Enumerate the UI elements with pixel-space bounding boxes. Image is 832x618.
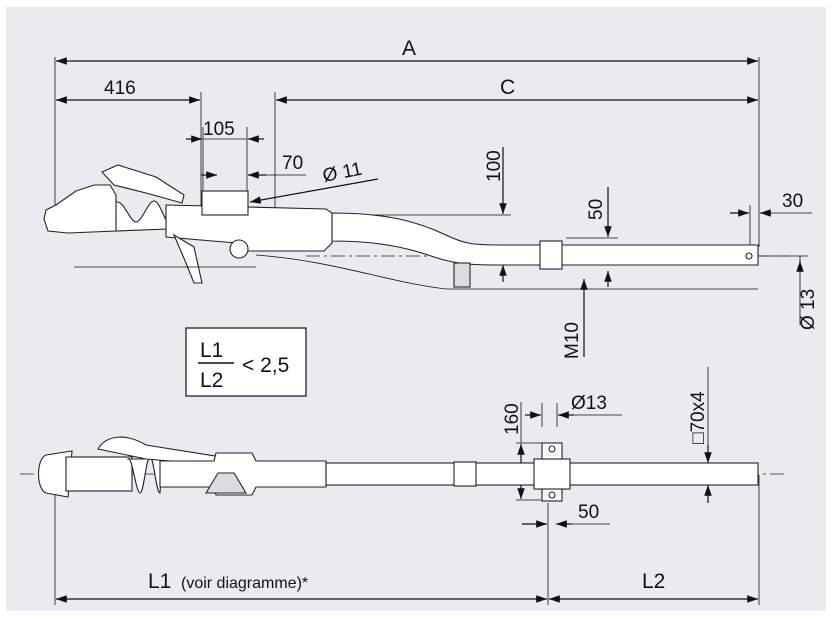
dimension-tube: □70x4 <box>688 367 712 503</box>
cable-clamp-top <box>453 461 477 487</box>
dimension-160: 160 <box>502 402 548 501</box>
dim-105-label: 105 <box>203 119 235 140</box>
dimension-50-bottom: 50 <box>522 502 610 539</box>
dim-50-bottom-label: 50 <box>578 502 599 523</box>
dim-L2-label: L2 <box>642 570 665 593</box>
dim-tube-label: □70x4 <box>688 391 709 444</box>
dim-L1-label: L1 <box>148 570 171 593</box>
dim-70-label: 70 <box>282 153 303 174</box>
axle-bolt-hole-2 <box>548 491 556 499</box>
cable-guide-side <box>453 262 471 288</box>
rear-hole-side <box>745 252 753 260</box>
background-panel <box>6 7 826 611</box>
axle-bolt-hole-1 <box>548 445 556 453</box>
drawbar-tube-side <box>331 212 759 266</box>
coupling-head-side <box>43 184 117 234</box>
coupling-body-side <box>165 204 333 252</box>
ratio-denominator: L2 <box>200 369 223 392</box>
technical-drawing: A 416 C 105 70 Ø 11 100 50 <box>6 7 826 611</box>
drawing-frame: A 416 C 105 70 Ø 11 100 50 <box>6 7 826 611</box>
coupling-housing-top <box>65 456 133 492</box>
dim-dia13-side-label: Ø 13 <box>798 289 819 330</box>
ratio-numerator: L1 <box>200 339 223 362</box>
axle-block-top <box>533 458 571 490</box>
dim-416-label: 416 <box>104 78 136 99</box>
dim-160-label: 160 <box>502 403 523 435</box>
coupling-head-top <box>37 450 73 498</box>
stand-leg-side <box>172 233 203 284</box>
dimension-A: A <box>54 37 760 247</box>
dimension-L1-L2: L1 (voir diagramme)* L2 <box>54 475 760 605</box>
dimension-30: 30 <box>730 191 812 255</box>
axle-bracket-side <box>539 240 563 270</box>
dim-50-side-label: 50 <box>586 199 607 220</box>
dimension-105: 105 <box>186 119 264 212</box>
dim-C-label: C <box>500 76 515 99</box>
ratio-box: L1 L2 < 2,5 <box>185 327 307 397</box>
dim-100-label: 100 <box>484 150 505 182</box>
dim-dia13-bottom-label: Ø13 <box>571 393 607 414</box>
dim-30-label: 30 <box>782 191 803 212</box>
stand-foot-top <box>205 472 247 494</box>
dimension-50-side: 50 <box>566 187 618 287</box>
drawbar-top-view <box>20 436 788 502</box>
ratio-relation: < 2,5 <box>242 354 289 377</box>
dim-M10-label: M10 <box>562 322 583 359</box>
dimension-M10: M10 <box>562 279 588 359</box>
brake-cable <box>255 254 706 290</box>
dim-L1-note: (voir diagramme)* <box>181 575 308 592</box>
dimension-70: 70 <box>201 153 306 179</box>
handbrake-lever-side <box>101 164 185 204</box>
dimension-416: 416 <box>56 78 202 212</box>
dimension-dia13-bottom: Ø13 <box>525 393 622 427</box>
mount-plate-side <box>201 190 249 216</box>
drawbar-side-view <box>43 164 786 290</box>
dim-A-label: A <box>402 37 416 60</box>
brake-rod-wheel <box>229 239 249 259</box>
bellows-top <box>126 456 163 494</box>
